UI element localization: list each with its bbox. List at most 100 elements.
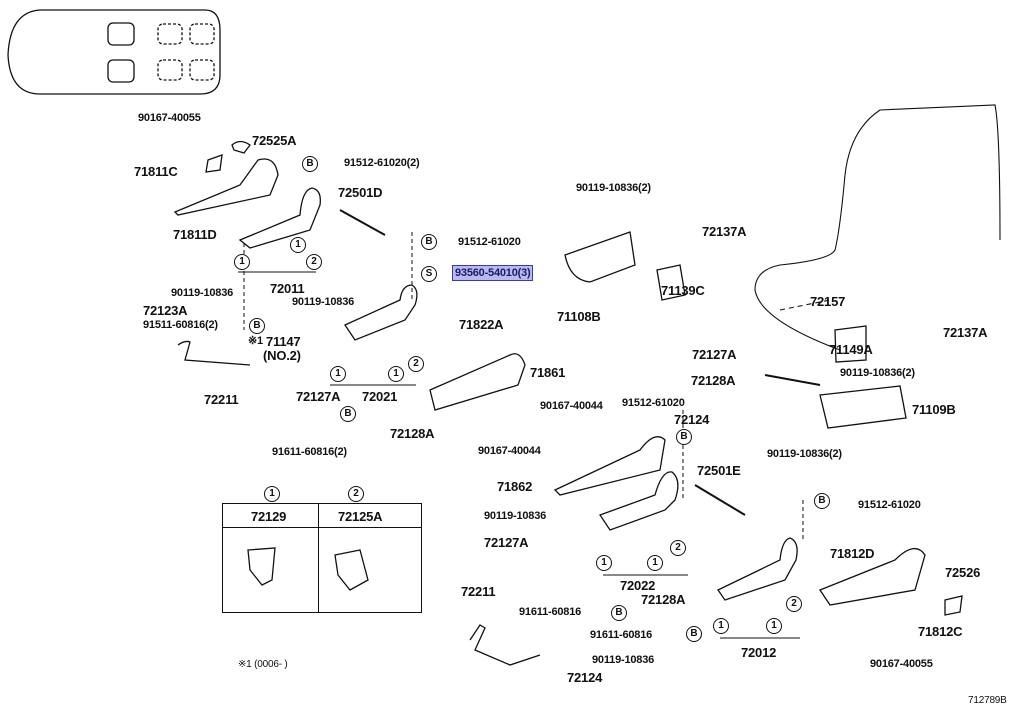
part-72211-left	[177, 340, 251, 366]
part-72525A	[231, 140, 251, 154]
part-label[interactable]: 72127A	[484, 535, 529, 550]
part-label[interactable]: 90119-10836(2)	[767, 448, 842, 460]
part-label[interactable]: 91511-60816(2)	[143, 319, 218, 331]
part-label[interactable]: 72211	[204, 392, 239, 407]
marker-2: 2	[786, 596, 802, 612]
part-label[interactable]: 90167-40055	[870, 658, 933, 670]
marker-1: 1	[290, 237, 306, 253]
part-label[interactable]: 71139C	[661, 283, 705, 298]
part-label[interactable]: 72022	[620, 578, 656, 593]
marker-1: 1	[388, 366, 404, 382]
part-72211-lower	[469, 624, 541, 666]
part-label[interactable]: 72012	[741, 645, 777, 660]
marker-b: B	[611, 605, 627, 621]
marker-1: 1	[647, 555, 663, 571]
part-label[interactable]: 72128A	[390, 426, 435, 441]
table-marker-1: 1	[264, 486, 280, 502]
part-label[interactable]: 90119-10836	[292, 296, 355, 308]
part-label[interactable]: 91611-60816(2)	[272, 446, 347, 458]
marker-b: B	[249, 318, 265, 334]
highlighted-part-label[interactable]: 93560-54010(3)	[452, 265, 534, 281]
part-label[interactable]: 71861	[530, 365, 566, 380]
table-marker-2: 2	[348, 486, 364, 502]
part-71812D	[819, 548, 926, 606]
clip-72129-drawing	[247, 547, 276, 586]
part-label[interactable]: 91611-60816	[590, 629, 653, 641]
note-marker: ※1	[248, 335, 263, 347]
part-label[interactable]: 72157	[810, 294, 846, 309]
part-label[interactable]: 90119-10836(2)	[576, 182, 651, 194]
part-label[interactable]: 90167-40055	[138, 112, 201, 124]
part-label[interactable]: 72128A	[691, 373, 736, 388]
part-label[interactable]: 72127A	[296, 389, 341, 404]
part-label[interactable]: 90167-40044	[540, 400, 603, 412]
table-header-divider	[223, 527, 421, 528]
part-label[interactable]: 90119-10836	[484, 510, 547, 522]
part-71811D	[173, 158, 279, 216]
table-part-72125A[interactable]: 72125A	[338, 509, 383, 524]
part-label[interactable]: 72526	[945, 565, 981, 580]
marker-2: 2	[670, 540, 686, 556]
part-label[interactable]: 91512-61020(2)	[344, 157, 420, 169]
part-label[interactable]: 72501D	[338, 185, 383, 200]
part-label[interactable]: 71811C	[134, 164, 178, 179]
part-label[interactable]: 72128A	[641, 592, 686, 607]
part-72128A-rod	[764, 374, 821, 386]
part-label[interactable]: 72011	[270, 281, 305, 296]
part-label[interactable]: 72123A	[143, 303, 188, 318]
part-label[interactable]: 91611-60816	[519, 606, 582, 618]
vehicle-seat-map-icon	[7, 9, 221, 95]
part-label[interactable]: 72211	[461, 584, 496, 599]
clip-72125A-drawing	[334, 549, 369, 591]
part-label[interactable]: 71149A	[829, 342, 873, 357]
marker-s: S	[421, 266, 437, 282]
part-label[interactable]: 71812C	[918, 624, 963, 639]
part-label[interactable]: 71108B	[557, 309, 601, 324]
part-label[interactable]: 71109B	[912, 402, 956, 417]
table-column-divider	[223, 504, 319, 612]
part-label[interactable]: 72127A	[692, 347, 737, 362]
part-72501D	[339, 209, 386, 236]
marker-2: 2	[408, 356, 424, 372]
part-label[interactable]: 72124	[567, 670, 603, 685]
part-72012	[717, 537, 798, 601]
marker-1: 1	[234, 254, 250, 270]
part-label[interactable]: 72124	[674, 412, 710, 427]
marker-b: B	[814, 493, 830, 509]
part-label[interactable]: 72021	[362, 389, 398, 404]
part-71149A	[834, 325, 867, 363]
marker-1: 1	[596, 555, 612, 571]
part-71811C	[205, 154, 223, 173]
part-label[interactable]: 90167-40044	[478, 445, 541, 457]
part-label[interactable]: 90119-10836(2)	[840, 367, 915, 379]
marker-1: 1	[713, 618, 729, 634]
part-label[interactable]: 90119-10836	[171, 287, 234, 299]
part-72501E	[694, 484, 746, 516]
part-label[interactable]: 91512-61020	[458, 236, 521, 248]
part-label[interactable]: 91512-61020	[622, 397, 685, 409]
part-72526	[944, 595, 963, 616]
part-label[interactable]: 72501E	[697, 463, 741, 478]
part-72022	[599, 471, 679, 531]
diagram-id: 712789B	[968, 695, 1007, 706]
part-label[interactable]: 91512-61020	[858, 499, 921, 511]
part-label[interactable]: 72137A	[702, 224, 747, 239]
part-label[interactable]: 71812D	[830, 546, 875, 561]
part-label[interactable]: 71147	[266, 334, 301, 349]
table-part-72129[interactable]: 72129	[251, 509, 287, 524]
marker-b: B	[302, 156, 318, 172]
part-label[interactable]: 72137A	[943, 325, 988, 340]
part-label[interactable]: 71811D	[173, 227, 217, 242]
part-label[interactable]: 71822A	[459, 317, 504, 332]
marker-1: 1	[330, 366, 346, 382]
part-label[interactable]: 71862	[497, 479, 533, 494]
part-label: (NO.2)	[263, 348, 301, 363]
part-label[interactable]: 72525A	[252, 133, 297, 148]
part-label[interactable]: 90119-10836	[592, 654, 655, 666]
seat-outline	[754, 104, 1001, 351]
part-71109B	[819, 385, 907, 429]
marker-2: 2	[306, 254, 322, 270]
marker-b: B	[676, 429, 692, 445]
part-72021	[344, 284, 418, 341]
